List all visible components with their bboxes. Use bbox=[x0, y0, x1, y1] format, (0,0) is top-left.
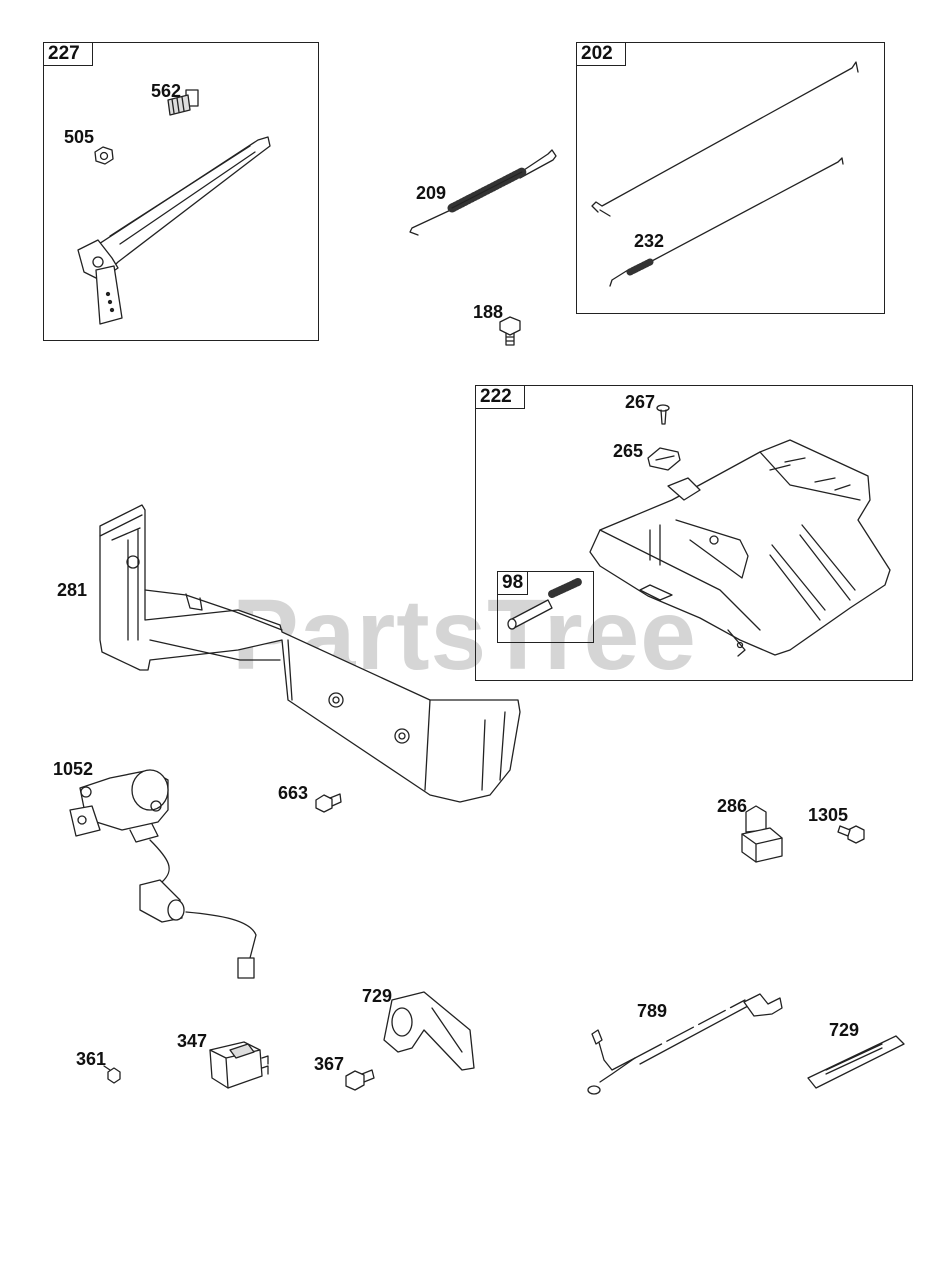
part-286-bracket bbox=[741, 805, 783, 863]
part-232-rod bbox=[609, 157, 844, 287]
label-286: 286 bbox=[717, 796, 748, 816]
part-663-bolt bbox=[315, 793, 342, 813]
part-729b-strap bbox=[807, 1035, 905, 1089]
part-209-spring bbox=[409, 149, 557, 236]
box-98-tag: 98 bbox=[498, 572, 529, 595]
part-367-bolt bbox=[345, 1069, 375, 1091]
label-265: 265 bbox=[613, 441, 644, 461]
box-202-tag: 202 bbox=[577, 43, 626, 66]
box-222-tag: 222 bbox=[476, 386, 525, 409]
label-267: 267 bbox=[625, 392, 656, 412]
label-505: 505 bbox=[64, 127, 95, 147]
label-347: 347 bbox=[177, 1031, 208, 1051]
part-265-clip bbox=[647, 447, 681, 471]
label-209: 209 bbox=[416, 183, 447, 203]
label-1052: 1052 bbox=[53, 759, 94, 779]
part-227-lever bbox=[77, 136, 271, 325]
part-361-bolt bbox=[103, 1065, 121, 1084]
part-202-rod bbox=[591, 61, 859, 217]
part-729a-bracket bbox=[383, 991, 475, 1071]
part-267-screw bbox=[656, 404, 670, 425]
part-1052-solenoid bbox=[69, 769, 257, 979]
part-347-switch bbox=[209, 1041, 269, 1089]
label-562: 562 bbox=[151, 81, 182, 101]
label-663: 663 bbox=[278, 783, 309, 803]
part-281-shroud bbox=[99, 504, 521, 803]
part-505-nut bbox=[94, 146, 114, 165]
part-188-bolt bbox=[499, 316, 521, 346]
label-232: 232 bbox=[634, 231, 665, 251]
label-1305: 1305 bbox=[808, 805, 849, 825]
box-227: 227 bbox=[43, 42, 319, 341]
part-222-cover bbox=[589, 439, 891, 657]
label-729-strap: 729 bbox=[829, 1020, 860, 1040]
part-1305-bolt bbox=[837, 825, 865, 844]
box-98: 98 bbox=[497, 571, 594, 643]
box-227-tag: 227 bbox=[44, 43, 93, 66]
label-188: 188 bbox=[473, 302, 504, 322]
part-562-screw bbox=[167, 89, 199, 116]
label-729-bracket: 729 bbox=[362, 986, 393, 1006]
label-281: 281 bbox=[57, 580, 88, 600]
label-367: 367 bbox=[314, 1054, 345, 1074]
part-98-pin bbox=[507, 578, 582, 630]
box-222: 222 bbox=[475, 385, 913, 681]
part-789-wire bbox=[587, 993, 783, 1095]
label-361: 361 bbox=[76, 1049, 107, 1069]
label-789: 789 bbox=[637, 1001, 668, 1021]
box-202: 202 bbox=[576, 42, 885, 314]
